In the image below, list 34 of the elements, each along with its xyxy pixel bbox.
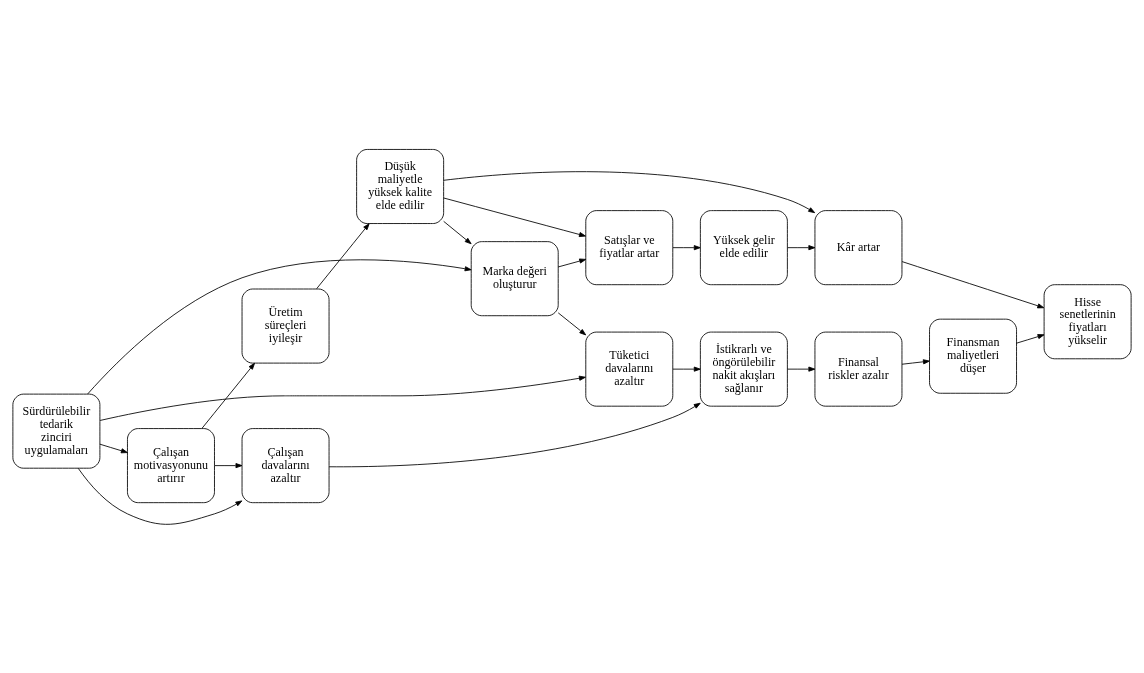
arrow: [786, 244, 816, 250]
arrow: [443, 197, 586, 237]
arrow: [443, 220, 472, 244]
arrow: [214, 462, 243, 468]
node-box: Üretim süreçleri iyileşir: [241, 288, 330, 364]
node-box: Marka değeri oluşturur: [470, 240, 559, 316]
arrow: [99, 375, 586, 421]
arrow: [557, 258, 587, 267]
node-box: İstikrarlı ve öngörülebilir nakit akışları sağlanır: [699, 331, 788, 407]
node-box: Kâr artar: [814, 209, 903, 285]
arrow: [77, 467, 243, 525]
arrow: [901, 260, 1045, 308]
arrow: [672, 366, 701, 372]
arrow: [901, 358, 930, 365]
node-box: Yüksek gelir elde edilir: [699, 209, 788, 285]
node-box: Hisse senetlerinin fiyatları yükselir: [1043, 283, 1132, 359]
arrow: [201, 362, 255, 429]
node-box: Tüketici davalarını azaltır: [585, 331, 674, 407]
node-box: Satışlar ve fiyatlar artar: [585, 209, 674, 285]
arrow: [786, 366, 816, 372]
arrow: [557, 311, 587, 335]
arrow: [87, 258, 472, 394]
arrow: [672, 244, 701, 250]
arrow: [1016, 333, 1045, 344]
node-box: Finansal riskler azalır: [814, 331, 903, 407]
arrow: [316, 222, 370, 289]
arrow: [99, 443, 128, 453]
node-box: Düşük maliyetle yüksek kalite elde edilir: [356, 148, 445, 224]
node-box: Finansman maliyetleri düşer: [929, 318, 1017, 394]
arrow: [443, 170, 816, 213]
arrow: [328, 402, 701, 467]
node-box: Çalışan motivasyonunu artırır: [127, 427, 215, 503]
node-box: Çalışan davalarını azaltır: [241, 427, 330, 503]
node-box: Sürdürülebilir tedarik zinciri uygulamaları: [12, 393, 101, 469]
